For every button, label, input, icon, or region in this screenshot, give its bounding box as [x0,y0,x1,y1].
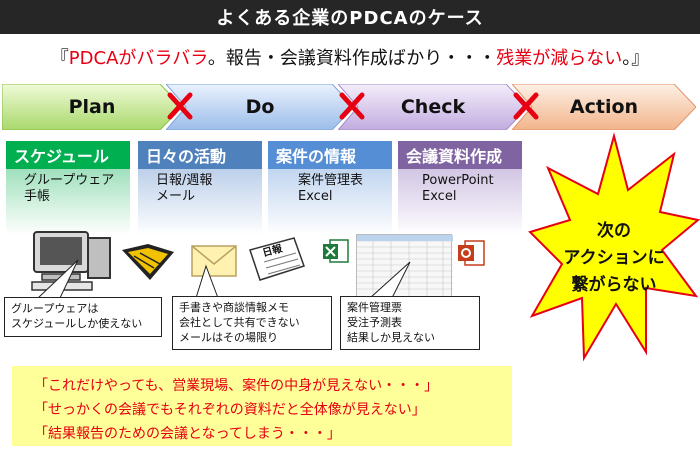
column-deal-line-2: Excel [298,189,333,204]
burst-line-2: アクションに [563,248,665,268]
bottom-quote-3: 「結果報告のための会議となってしまう・・・」 [34,426,341,442]
callout-pointers [36,259,411,299]
bottom-quotes-box: 「これだけやっても、営業現場、案件の中身が見えない・・・」 「せっかくの会議でも… [12,366,512,446]
column-deal-body: 案件管理表 Excel [268,169,392,215]
planner-book-icon [118,240,178,286]
phase-check-label: Check [400,96,466,118]
callout-memo-line-3: メールはその場限り [179,331,278,344]
column-daily-header: 日々の活動 [138,141,262,169]
cross-mark-icon [339,92,365,120]
subtitle-red-2: 残業が減らない [496,48,623,69]
column-meeting-line-2: Excel [422,189,457,204]
column-schedule-line-1: グループウェア [24,173,115,188]
subtitle-red-1: PDCAがバラバラ [68,48,208,69]
column-daily-body: 日報/週報 メール [138,169,262,215]
phase-plan: Plan [2,84,182,130]
powerpoint-icon [456,238,486,268]
phase-action: Action [512,84,696,130]
column-deal-fade [268,215,392,235]
callout-deal-line-2: 受注予測表 [347,316,402,329]
column-meeting-line-1: PowerPoint [422,173,494,188]
phase-action-shape [512,84,696,130]
cross-mark-icon [513,92,539,120]
column-meeting-fade [398,215,522,235]
burst-line-1: 次の [597,221,631,241]
phase-do-shape [166,84,354,130]
column-schedule-body: グループウェア 手帳 [6,169,130,215]
column-schedule-fade [6,215,130,235]
callout-memo: 手書きや商談情報メモ 会社として共有できない メールはその場限り [172,296,332,350]
burst-text: 次の アクションに 繋がらない [544,218,684,299]
subtitle: 『PDCAがバラバラ。報告・会議資料作成ばかり・・・残業が減らない。』 [0,44,700,70]
envelope-icon [190,244,238,278]
phase-action-label: Action [569,96,639,118]
bottom-quote-2: 「せっかくの会議でもそれぞれの資料だと全体像が見えない」 [34,402,426,418]
phase-check: Check [338,84,528,130]
column-daily-line-1: 日報/週報 [156,173,213,188]
page-title: よくある企業のPDCAのケース [0,0,700,34]
burst-line-3: 繋がらない [571,275,657,295]
phase-do: Do [166,84,354,130]
subtitle-black: 。報告・会議資料作成ばかり・・・ [207,48,497,69]
cross-mark-icon [167,92,193,120]
excel-icon [322,238,350,264]
phase-plan-label: Plan [68,96,116,118]
callout-deal-line-3: 結果しか見えない [347,331,435,344]
spreadsheet-thumbnail [356,234,453,299]
spreadsheet-grid [357,235,453,299]
bottom-quote-1: 「これだけやっても、営業現場、案件の中身が見えない・・・」 [34,378,439,394]
subtitle-close: 。』 [622,48,650,69]
subtitle-open: 『 [50,48,69,69]
column-daily-fade [138,215,262,235]
callout-deal-line-1: 案件管理票 [347,301,402,314]
column-schedule-header: スケジュール [6,141,130,169]
column-schedule-line-2: 手帳 [24,189,51,204]
callout-memo-line-1: 手書きや商談情報メモ [179,301,289,314]
column-deal-line-1: 案件管理表 [298,173,364,188]
callout-deal: 案件管理票 受注予測表 結果しか見えない [340,296,480,350]
callout-groupware-line-2: スケジュールしか使えない [11,317,143,330]
column-daily-line-2: メール [156,189,196,204]
callout-memo-line-2: 会社として共有できない [179,316,300,329]
phase-do-label: Do [245,96,275,118]
phase-check-shape [338,84,528,130]
column-meeting-header: 会議資料作成 [398,141,522,169]
computer-icon [30,228,114,292]
daily-report-icon: 日報 [242,236,308,286]
callout-groupware-line-1: グループウェアは [11,302,99,315]
column-meeting-body: PowerPoint Excel [398,169,522,215]
callout-groupware: グループウェアは スケジュールしか使えない [4,297,162,337]
column-deal-header: 案件の情報 [268,141,392,169]
burst-shape [528,132,700,362]
